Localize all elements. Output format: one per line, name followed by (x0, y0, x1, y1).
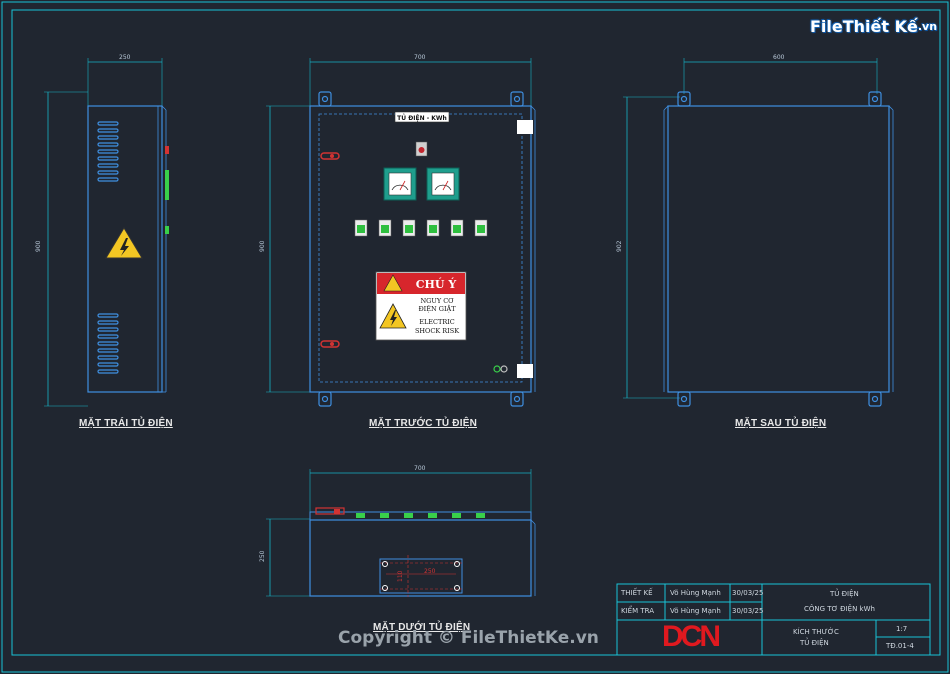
tb-project-line2: CÔNG TƠ ĐIỆN kWh (804, 605, 875, 613)
left-height-dim: 900 (35, 240, 42, 252)
bottom-height-dim: 250 (259, 550, 266, 562)
tb-drawing-line2: TỦ ĐIỆN (800, 639, 829, 647)
left-vents-top (97, 121, 119, 182)
front-meter-1 (383, 167, 417, 201)
front-view-title: MẶT TRƯỚC TỦ ĐIỆN (369, 418, 477, 429)
left-side-view: 250 900 (35, 54, 169, 407)
tb-code: TĐ.01-4 (886, 642, 914, 650)
front-mount-ears (318, 91, 524, 407)
logo-ext: .vn (917, 19, 938, 33)
bottom-width-dim: 700 (414, 465, 426, 472)
tb-designer-name: Võ Hùng Mạnh (670, 589, 721, 597)
back-width-dim: 600 (773, 54, 785, 61)
front-width-dim: 700 (414, 54, 426, 61)
warning-line3: ELECTRIC (419, 318, 455, 326)
logo-brand2: Thiết Kế (842, 16, 918, 36)
bottom-gland-plate (379, 558, 463, 594)
tb-designer-date: 30/03/25 (732, 589, 764, 597)
left-vents-bottom (97, 313, 119, 374)
site-logo: File Thiết Kế .vn (810, 12, 937, 40)
title-block (616, 583, 931, 656)
front-height-dim: 900 (259, 240, 266, 252)
bottom-view-title: MẶT DƯỚI TỦ ĐIỆN (373, 622, 471, 633)
back-view-title: MẶT SAU TỦ ĐIỆN (735, 418, 827, 429)
warning-heading: CHÚ Ý (416, 277, 457, 291)
bottom-body (309, 519, 532, 597)
tb-drawing-line1: KÍCH THƯỚC (793, 628, 839, 636)
logo-brand: File (810, 16, 843, 36)
tb-checker-date: 30/03/25 (732, 607, 764, 615)
tb-designer-label: THIẾT KẾ (621, 589, 653, 597)
left-view-title: MẶT TRÁI TỦ ĐIỆN (79, 418, 173, 429)
copyright-watermark: Copyright © FileThietKe.vn (338, 628, 599, 648)
front-nameplate: TỦ ĐIỆN - KWh (397, 114, 447, 122)
back-body (667, 105, 890, 393)
front-indicator-row (354, 219, 488, 237)
back-view: 600 902 (616, 54, 894, 407)
front-handle-top (320, 152, 340, 160)
bottom-inner-height: 110 (397, 570, 404, 582)
left-body (87, 105, 163, 393)
front-handle-bottom (320, 340, 340, 348)
tb-scale: 1:7 (896, 625, 908, 633)
front-warning-sign: CHÚ Ý NGUY CƠ ĐIỆN GIẬT ELECTRIC SHOCK R… (375, 271, 467, 341)
inner-frame (11, 9, 941, 656)
left-width-dim: 250 (119, 54, 131, 61)
company-logo: DCN (662, 620, 721, 653)
front-view: 700 900 TỦ ĐIỆN - KWh (259, 54, 536, 407)
bottom-inner-width: 250 (424, 568, 436, 575)
bottom-lid (309, 511, 532, 521)
tb-checker-name: Võ Hùng Mạnh (670, 607, 721, 615)
bottom-view: 700 250 250 110 (259, 465, 536, 597)
warning-line4: SHOCK RISK (415, 327, 459, 335)
front-meter-2 (426, 167, 460, 201)
back-height-dim: 902 (616, 240, 623, 252)
front-body (309, 105, 532, 393)
left-warning-icon (105, 227, 143, 259)
back-mount-ears (677, 91, 882, 407)
warning-line1: NGUY CƠ (420, 297, 454, 305)
tb-checker-label: KIỂM TRA (621, 607, 654, 615)
tb-project-line1: TỦ ĐIỆN (830, 590, 859, 598)
warning-line2: ĐIỆN GIẬT (418, 304, 456, 313)
